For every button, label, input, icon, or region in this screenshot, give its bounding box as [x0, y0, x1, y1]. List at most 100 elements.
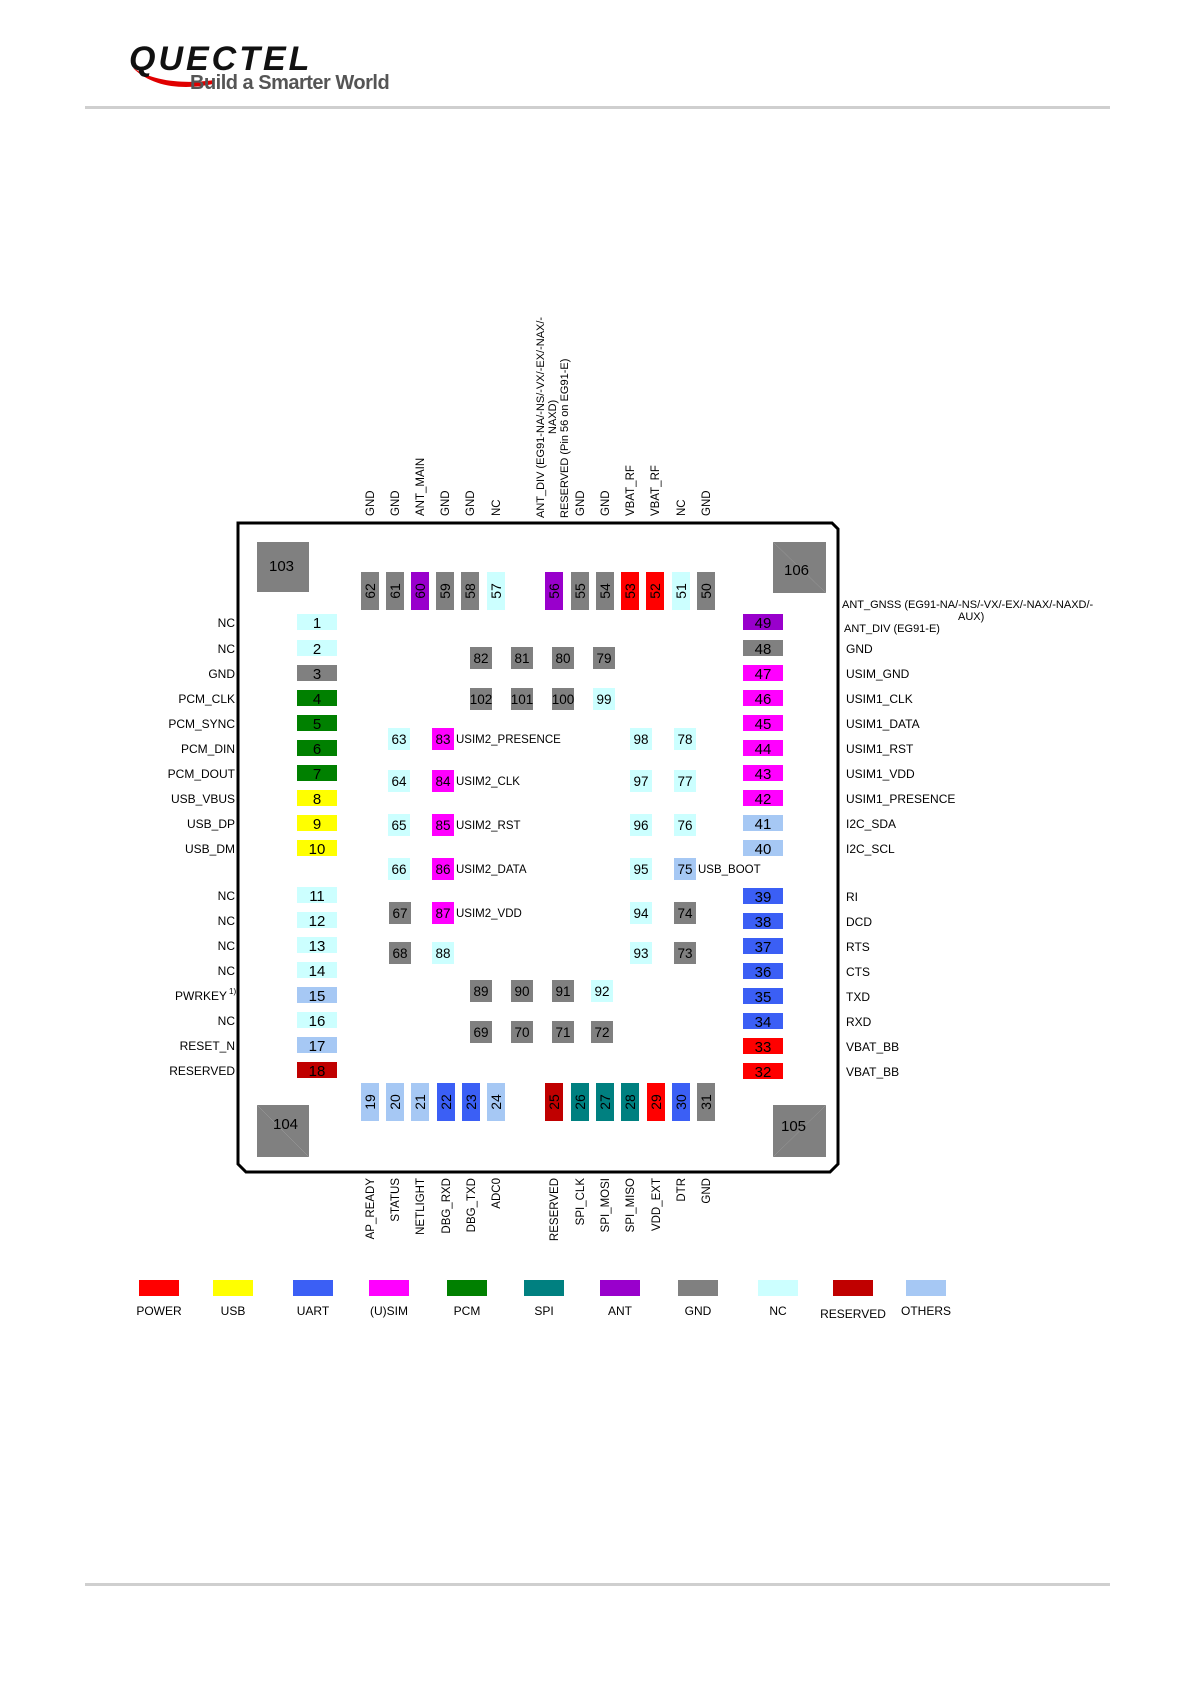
pin-pad-74 — [674, 902, 696, 924]
pin-label: NC — [218, 616, 236, 630]
pin-label: NC — [218, 889, 236, 903]
pin-label: DTR — [676, 1178, 688, 1202]
pin-label: VBAT_RF — [650, 465, 662, 516]
pin-label: USIM_GND — [846, 667, 910, 681]
pin-number: 85 — [435, 818, 450, 833]
pin-label: USIM1_VDD — [846, 767, 915, 781]
pin-pad-10 — [297, 840, 337, 856]
pin-number: 19 — [362, 1094, 378, 1110]
logo-swoosh — [133, 68, 215, 87]
pin-number: 12 — [309, 913, 326, 930]
legend-swatch-nc — [758, 1280, 798, 1296]
package-outline — [236, 521, 840, 1174]
legend-label: SPI — [534, 1304, 553, 1318]
pin-pad-70 — [511, 1021, 533, 1043]
pin-number: 60 — [412, 583, 428, 599]
pin-number: 6 — [313, 741, 321, 758]
pin-label: GND — [208, 667, 235, 681]
pin-number: 45 — [755, 716, 772, 733]
pin-pad-58 — [461, 572, 479, 610]
pin-number: 66 — [391, 862, 406, 877]
pin-number: 50 — [698, 583, 714, 599]
pin-pad-90 — [511, 980, 533, 1002]
pin-pad-28 — [621, 1083, 639, 1121]
pin-number: 88 — [435, 946, 450, 961]
pin-label: ANT_GNSS (EG91-NA/-NS/-VX/-EX/-NAX/-NAXD… — [842, 599, 1094, 611]
pin-number: 4 — [313, 691, 321, 708]
pin-pad-101 — [511, 688, 533, 710]
pin-pad-26 — [571, 1083, 589, 1121]
pin-number: 2 — [313, 641, 321, 658]
pin-pad-76 — [674, 814, 696, 836]
pin-number: 77 — [677, 774, 692, 789]
pin-label: NC — [218, 914, 236, 928]
pin-label: I2C_SCL — [846, 842, 895, 856]
pin-number: 63 — [391, 732, 406, 747]
pin-label: DCD — [846, 915, 872, 929]
pin-pad-97 — [630, 770, 652, 792]
pin-number: 39 — [755, 889, 772, 906]
pin-pad-7 — [297, 765, 337, 781]
pin-pad-43 — [743, 765, 783, 781]
pin-pad-89 — [470, 980, 492, 1002]
pin-label: NC — [218, 964, 236, 978]
pin-label: USIM2_CLK — [456, 776, 520, 788]
pin-label: GND — [846, 642, 873, 656]
pin-pad-98 — [630, 728, 652, 750]
pin-pad-13 — [297, 937, 337, 953]
pin-number: 22 — [438, 1094, 454, 1110]
pin-pad-83 — [432, 728, 454, 750]
pin-number: 58 — [462, 583, 478, 599]
pin-number: 17 — [309, 1038, 326, 1055]
pin-number: 56 — [546, 583, 562, 599]
corner-pad-106-left — [773, 542, 826, 593]
pin-label: CTS — [846, 965, 870, 979]
pin-number: 14 — [309, 963, 326, 980]
legend-label: NC — [769, 1304, 787, 1318]
pin-pad-73 — [674, 942, 696, 964]
pin-number: 69 — [473, 1025, 488, 1040]
pin-label: USIM2_RST — [456, 820, 521, 832]
pin-pad-42 — [743, 790, 783, 806]
pin-pad-82 — [470, 647, 492, 669]
pin-label: USIM1_PRESENCE — [846, 792, 955, 806]
pin-label: RESET_N — [180, 1039, 235, 1053]
pin-pad-80 — [552, 647, 574, 669]
pin-number: 20 — [387, 1094, 403, 1110]
pin-number: 47 — [755, 666, 772, 683]
pin-number: 92 — [594, 984, 609, 999]
pin-number: 82 — [473, 651, 488, 666]
pin-pad-93 — [630, 942, 652, 964]
pin-label-alt: RESERVED (Pin 56 on EG91-E) — [559, 359, 571, 518]
pin-pad-22 — [437, 1083, 455, 1121]
pin-number: 76 — [677, 818, 692, 833]
pin-pad-25 — [545, 1083, 563, 1121]
pin-pad-33 — [743, 1038, 783, 1054]
pin-number: 38 — [755, 914, 772, 931]
pin-label: PCM_SYNC — [168, 717, 235, 731]
pin-pad-65 — [388, 814, 410, 836]
pin-number: 33 — [755, 1039, 772, 1056]
pin-number: 18 — [309, 1063, 326, 1080]
pin-label: VBAT_BB — [846, 1065, 899, 1079]
legend-label: GND — [685, 1304, 712, 1318]
pin-number: 29 — [648, 1094, 664, 1110]
pin-number: 1 — [313, 615, 321, 632]
pin-pad-87 — [432, 902, 454, 924]
pin-pad-46 — [743, 690, 783, 706]
pin-number: 73 — [677, 946, 692, 961]
pin-number: 54 — [597, 583, 613, 599]
pin-pad-17 — [297, 1037, 337, 1053]
pin-number: 35 — [755, 989, 772, 1006]
pin-number: 64 — [391, 774, 407, 789]
pin-label: USB_DM — [185, 842, 235, 856]
pin-number: 28 — [622, 1094, 638, 1110]
pin-pad-1 — [297, 614, 337, 630]
pin-pad-96 — [630, 814, 652, 836]
pin-label: SPI_CLK — [575, 1178, 587, 1226]
pin-pad-12 — [297, 912, 337, 928]
pin-label: NC — [218, 642, 236, 656]
legend-swatch-uart — [293, 1280, 333, 1296]
pin-label: GND — [465, 490, 477, 516]
pin-pad-53 — [621, 572, 639, 610]
